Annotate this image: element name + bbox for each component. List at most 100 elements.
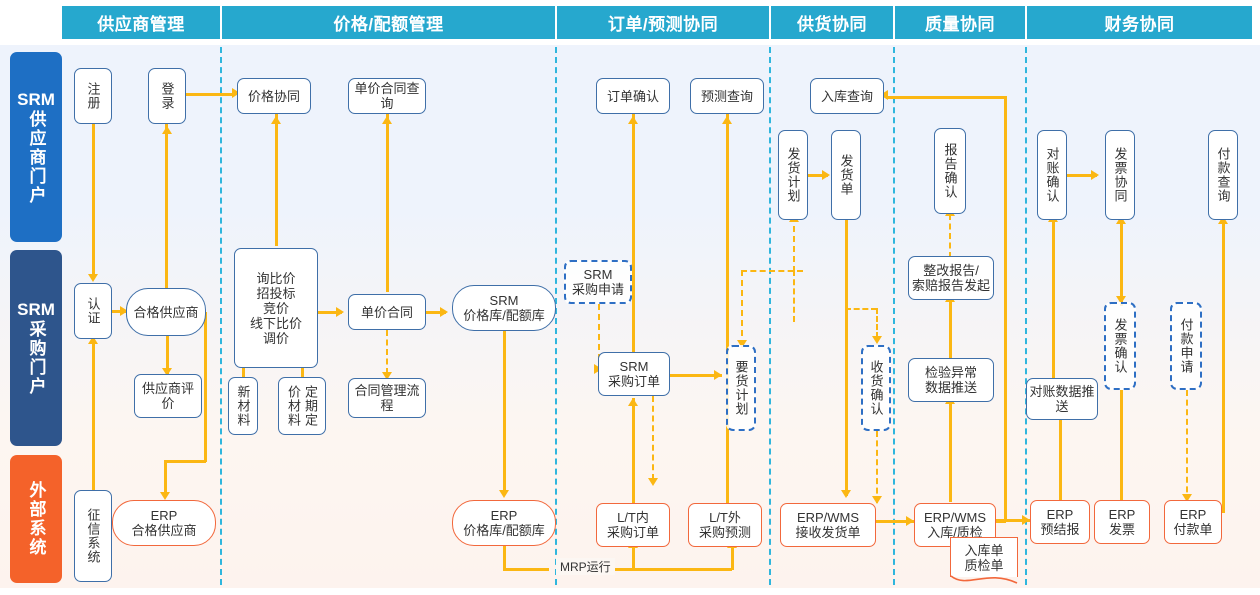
node-label-line: 单价合同查询 [354, 81, 420, 111]
node-label-line: ERP [1108, 507, 1136, 522]
node-label-line: 入库查询 [820, 88, 873, 104]
lane-cn-label: 供应商门户 [26, 109, 46, 205]
mrp-run-label: MRP运行 [556, 558, 615, 575]
arrowhead-u [1218, 216, 1228, 224]
node-order-confirm[interactable]: 订单确认 [596, 78, 670, 114]
node-label-line: 发票 [1108, 522, 1135, 537]
connector-segment [186, 93, 234, 96]
node-label-line: L/T外 [709, 510, 741, 525]
node-lt-internal-purchase-order[interactable]: L/T内采购订单 [596, 503, 670, 547]
connector-segment [996, 519, 1030, 522]
column-divider-3 [893, 47, 895, 585]
connector-segment [1067, 174, 1097, 177]
node-label-line: 采购申请 [571, 282, 624, 297]
connector-segment [503, 546, 506, 570]
node-label-line: 竞价 [262, 300, 289, 316]
connector-segment [652, 396, 656, 480]
arrowhead-d [841, 490, 851, 498]
node-label-line: ERP/WMS [923, 510, 987, 525]
connector-segment [949, 402, 952, 502]
node-inbound-qc-doc[interactable]: 入库单质检单 [950, 537, 1018, 577]
connector-segment [741, 270, 745, 346]
node-inspect-abnormal-push[interactable]: 检验异常数据推送 [908, 358, 994, 402]
node-supplier-evaluation[interactable]: 供应商评价 [134, 374, 202, 418]
node-qualified-supplier[interactable]: 合格供应商 [126, 288, 206, 336]
node-delivery-plan[interactable]: 发货计划 [778, 130, 808, 220]
node-payment-request[interactable]: 付款申请 [1170, 302, 1202, 390]
node-goods-required-plan[interactable]: 要货计划 [726, 345, 756, 431]
node-label-line: 采购订单 [606, 525, 659, 540]
node-label-line: ERP [150, 508, 178, 523]
node-inquiry-bidding[interactable]: 询比价招投标竞价线下比价调价 [234, 248, 318, 368]
connector-segment [793, 216, 797, 272]
arrowhead-u [628, 116, 638, 124]
node-login[interactable]: 登录 [148, 68, 186, 124]
node-certification[interactable]: 认证 [74, 283, 112, 339]
connector-segment [886, 96, 1006, 99]
arrowhead-r [1091, 170, 1099, 180]
column-header-price-quota: 价格/配额管理 [222, 6, 555, 39]
arrowhead-d [737, 340, 747, 348]
arrowhead-u [271, 116, 281, 124]
node-label-line: 整改报告/ [923, 263, 979, 278]
node-delivery-note[interactable]: 发货单 [831, 130, 861, 220]
node-contract-mgmt-process[interactable]: 合同管理流程 [348, 378, 426, 418]
connector-segment [318, 311, 342, 314]
node-label-line: 预结报 [1040, 522, 1080, 537]
node-price-collab[interactable]: 价格协同 [237, 78, 311, 114]
node-inbound-query[interactable]: 入库查询 [810, 78, 884, 114]
node-new-material[interactable]: 新材料 [228, 377, 258, 435]
node-label-line: 预测查询 [700, 88, 753, 104]
node-rectify-claim-report[interactable]: 整改报告/索赔报告发起 [908, 256, 994, 300]
node-reconcile-data-push[interactable]: 对账数据推送 [1026, 378, 1098, 420]
node-credit-system[interactable]: 征信系统 [74, 490, 112, 582]
connector-segment [876, 520, 916, 523]
lane-en-label: SRM [17, 89, 55, 109]
connector-segment [1059, 420, 1062, 502]
node-label-line: 对账数据推送 [1029, 384, 1095, 414]
arrowhead-u [722, 116, 732, 124]
document-wave-edge [950, 575, 1018, 595]
connector-segment [242, 360, 245, 378]
node-register[interactable]: 注册 [74, 68, 112, 124]
node-lt-external-purchase-forecast[interactable]: L/T外采购预测 [688, 503, 762, 547]
node-label-line: SRM [619, 359, 649, 374]
node-receipt-confirm[interactable]: 收货确认 [861, 345, 891, 431]
connector-segment [503, 568, 549, 571]
node-reconcile-confirm[interactable]: 对账确认 [1037, 130, 1067, 220]
node-label-line: 采购订单 [607, 374, 660, 389]
arrowhead-u [628, 398, 638, 406]
node-forecast-query[interactable]: 预测查询 [690, 78, 764, 114]
connector-segment [112, 310, 126, 313]
connector-segment [386, 114, 389, 292]
arrowhead-r [440, 307, 448, 317]
node-unit-price-contract[interactable]: 单价合同 [348, 294, 426, 330]
node-invoice-collab[interactable]: 发票协同 [1105, 130, 1135, 220]
node-label-line: SRM [583, 267, 613, 282]
node-label-line: 入库/质检 [927, 525, 983, 540]
node-label-line: ERP [1179, 507, 1207, 522]
connector-segment [793, 270, 797, 322]
node-label-line: 检验异常 [924, 365, 977, 380]
column-header-supply-collab: 供货协同 [771, 6, 893, 39]
node-report-confirm[interactable]: 报告确认 [934, 128, 966, 214]
node-invoice-confirm[interactable]: 发票确认 [1104, 302, 1136, 390]
column-divider-0 [220, 47, 222, 585]
connector-segment [808, 174, 828, 177]
arrowhead-u [382, 116, 392, 124]
arrowhead-r [822, 170, 830, 180]
node-unit-price-contract-query[interactable]: 单价合同查询 [348, 78, 426, 114]
node-payment-query[interactable]: 付款查询 [1208, 130, 1238, 220]
connector-segment [632, 548, 635, 570]
node-fixed-price-material[interactable]: 定期定价材料 [278, 377, 326, 435]
node-label-line: 付款单 [1173, 522, 1213, 537]
